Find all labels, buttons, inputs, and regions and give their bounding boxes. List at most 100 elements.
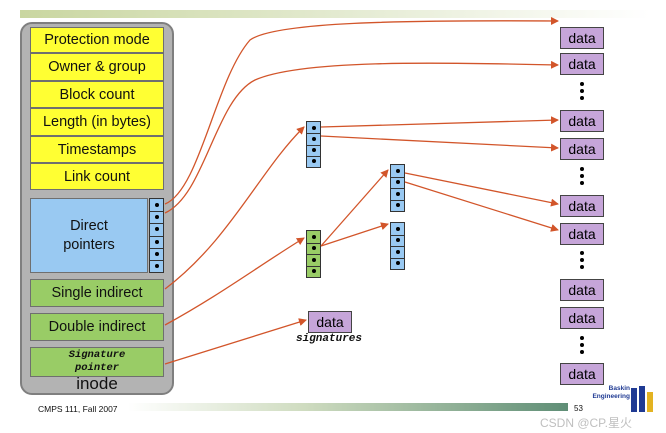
ellipsis-dot xyxy=(580,343,584,347)
pointer-slot-dot xyxy=(395,238,400,243)
pointer-slot-dot xyxy=(395,191,400,196)
second-level-block-2 xyxy=(390,222,405,270)
single-indirect-field: Single indirect xyxy=(30,279,164,307)
page-number: 53 xyxy=(574,404,583,413)
pointer-slot-dot xyxy=(311,159,316,164)
arrow-l2-1 xyxy=(404,172,559,207)
double-indirect-field: Double indirect xyxy=(30,313,164,341)
arrow-dib-2 xyxy=(320,222,389,247)
second-level-block-1 xyxy=(390,164,405,212)
data-block: data xyxy=(560,27,604,49)
baskin-logo-text: Baskin Engineering xyxy=(592,385,630,400)
arrow-direct-1 xyxy=(164,16,559,205)
field-timestamps: Timestamps xyxy=(30,136,164,163)
ellipsis-dot xyxy=(580,167,584,171)
ellipsis-dot xyxy=(580,265,584,269)
ellipsis-dot xyxy=(580,96,584,100)
pointer-slot-divider xyxy=(150,211,163,213)
pointer-slot-dot xyxy=(154,215,159,220)
pointer-slot-divider xyxy=(391,234,404,236)
data-block: data xyxy=(560,138,604,160)
arrow-sib-1 xyxy=(320,116,559,128)
pointer-slot-dot xyxy=(395,203,400,208)
pointer-slot-dot xyxy=(395,261,400,266)
pointer-slot-dot xyxy=(311,234,316,239)
pointer-slot-divider xyxy=(150,223,163,225)
ellipsis-dot xyxy=(580,336,584,340)
ellipsis-icon xyxy=(577,251,587,271)
ellipsis-icon xyxy=(577,167,587,187)
bottom-rule xyxy=(128,403,568,411)
pointer-slot-divider xyxy=(150,247,163,249)
direct-pointer-slots xyxy=(149,198,164,273)
data-block: data xyxy=(560,279,604,301)
field-protection-mode: Protection mode xyxy=(30,27,164,53)
field-link-count: Link count xyxy=(30,163,164,190)
arrow-double xyxy=(164,237,305,326)
pointer-slot-dot xyxy=(154,227,159,232)
pointer-slot-dot xyxy=(154,203,159,208)
pointer-slot-dot xyxy=(154,251,159,256)
data-block: data xyxy=(560,110,604,132)
field-owner-group: Owner & group xyxy=(30,53,164,81)
signature-data-block: data xyxy=(308,311,352,333)
data-block: data xyxy=(560,307,604,329)
pointer-slot-divider xyxy=(391,188,404,189)
pointer-slot-dot xyxy=(311,136,316,141)
ellipsis-icon xyxy=(577,336,587,356)
pointer-slot-dot xyxy=(154,263,159,268)
pointer-slot-dot xyxy=(311,269,316,274)
pointer-slot-divider xyxy=(391,176,404,178)
arrow-direct-2 xyxy=(164,60,559,214)
pointer-slot-divider xyxy=(391,246,404,247)
pointer-slot-dot xyxy=(311,148,316,153)
pointer-slot-divider xyxy=(150,259,163,261)
pointer-slot-divider xyxy=(150,235,163,237)
footer-course: CMPS 111, Fall 2007 xyxy=(38,404,118,414)
pointer-slot-dot xyxy=(395,249,400,254)
pointer-slot-divider xyxy=(391,257,404,259)
arrow-single xyxy=(164,126,305,290)
pointer-slot-dot xyxy=(311,246,316,251)
pointer-slot-dot xyxy=(154,239,159,244)
ellipsis-dot xyxy=(580,258,584,262)
ellipsis-dot xyxy=(580,82,584,86)
pointer-slot-dot xyxy=(395,168,400,173)
data-block: data xyxy=(560,195,604,217)
baskin-logo-icon xyxy=(631,386,653,412)
pointer-slot-dot xyxy=(311,257,316,262)
signatures-label: signatures xyxy=(296,333,363,345)
arrow-l2-2 xyxy=(404,181,559,232)
data-block: data xyxy=(560,53,604,75)
ellipsis-dot xyxy=(580,251,584,255)
field-length: Length (in bytes) xyxy=(30,108,164,136)
pointer-slot-divider xyxy=(307,254,320,255)
arrow-sib-2 xyxy=(320,135,559,152)
ellipsis-icon xyxy=(577,82,587,102)
single-indirect-block xyxy=(306,121,321,168)
arrow-dib-1 xyxy=(320,169,389,247)
pointer-slot-dot xyxy=(395,180,400,185)
pointer-slot-divider xyxy=(307,265,320,267)
pointer-slot-divider xyxy=(307,144,320,146)
pointer-slot-divider xyxy=(307,133,320,135)
double-indirect-block xyxy=(306,230,321,278)
ellipsis-dot xyxy=(580,89,584,93)
arrow-signature xyxy=(164,318,307,365)
ellipsis-dot xyxy=(580,174,584,178)
ellipsis-dot xyxy=(580,350,584,354)
top-rule xyxy=(20,10,650,18)
pointer-slot-dot xyxy=(395,226,400,231)
csdn-watermark: CSDN @CP.星火 xyxy=(540,416,632,430)
direct-pointers-label: Direct pointers xyxy=(30,198,148,273)
ellipsis-dot xyxy=(580,181,584,185)
pointer-slot-divider xyxy=(307,155,320,157)
field-block-count: Block count xyxy=(30,81,164,108)
pointer-slot-dot xyxy=(311,125,316,130)
data-block: data xyxy=(560,223,604,245)
pointer-slot-divider xyxy=(391,199,404,201)
signature-pointer-field: Signature pointer xyxy=(30,347,164,377)
pointer-slot-divider xyxy=(307,242,320,244)
inode-label: inode xyxy=(76,374,118,393)
